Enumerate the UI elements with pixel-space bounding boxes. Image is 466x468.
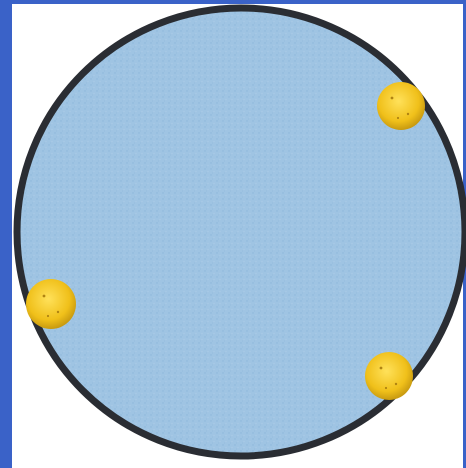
particle-icon: [365, 352, 413, 400]
particle-icon: [26, 279, 76, 329]
particle-icon: [377, 82, 425, 130]
